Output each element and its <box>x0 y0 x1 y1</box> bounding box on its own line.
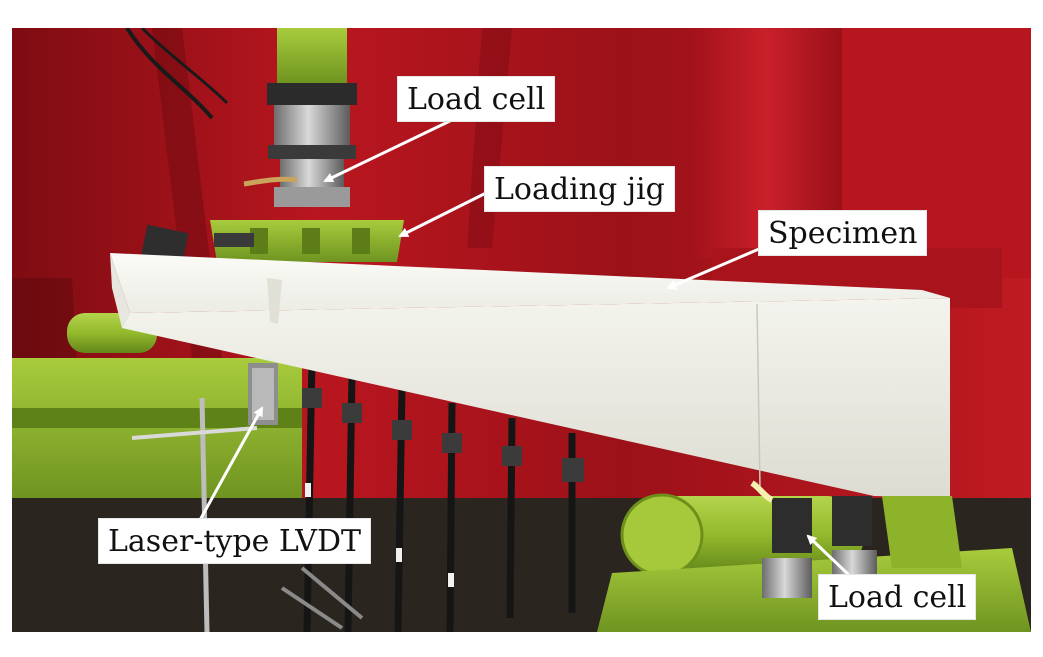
load-cell-upper <box>274 105 350 145</box>
label-loading-jig: Loading jig <box>484 166 675 212</box>
actuator <box>277 28 347 83</box>
label-load-cell-bottom: Load cell <box>818 574 977 620</box>
label-laser-lvdt: Laser-type LVDT <box>98 518 372 564</box>
specimen-beam-top <box>110 253 950 313</box>
label-load-cell-top: Load cell <box>397 76 556 122</box>
label-specimen: Specimen <box>758 210 928 256</box>
specimen-beam-face <box>122 298 950 498</box>
